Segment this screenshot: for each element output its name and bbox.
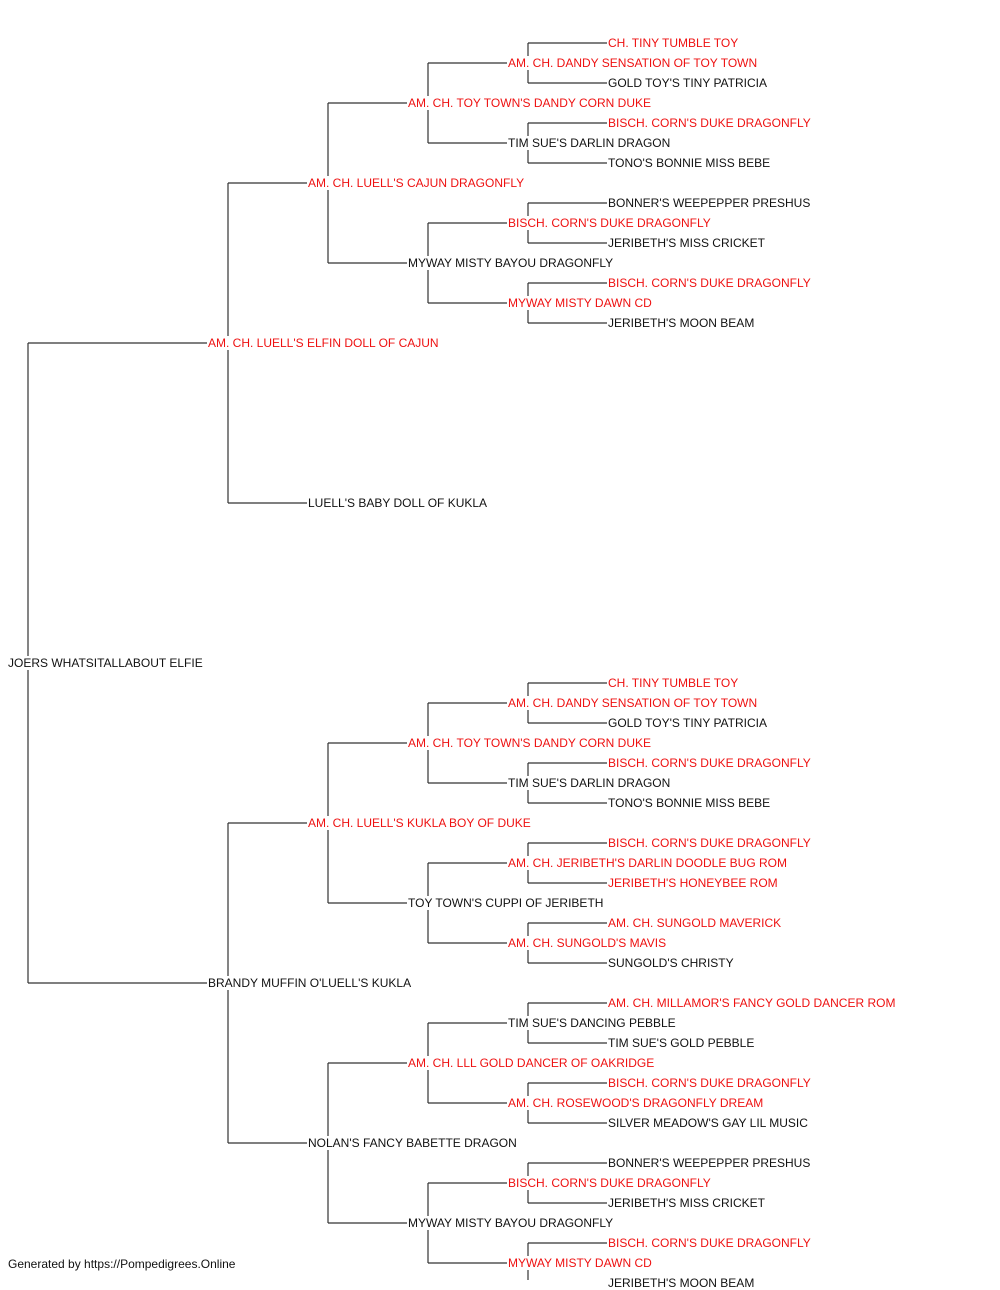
ancestor-name: MYWAY MISTY DAWN CD [507,1256,653,1270]
ancestor-name: MYWAY MISTY DAWN CD [507,296,653,310]
ancestor-name: BISCH. CORN'S DUKE DRAGONFLY [607,756,812,770]
ancestor-name: CH. TINY TUMBLE TOY [607,676,740,690]
ancestor-name: SUNGOLD'S CHRISTY [607,956,735,970]
ancestor-name: AM. CH. LUELL'S KUKLA BOY OF DUKE [307,816,532,830]
ancestor-name: AM. CH. DANDY SENSATION OF TOY TOWN [507,56,759,70]
ancestor-name: BISCH. CORN'S DUKE DRAGONFLY [507,1176,712,1190]
ancestor-name: MYWAY MISTY BAYOU DRAGONFLY [407,1216,615,1230]
ancestor-name: TONO'S BONNIE MISS BEBE [607,156,772,170]
ancestor-name: AM. CH. TOY TOWN'S DANDY CORN DUKE [407,96,652,110]
ancestor-name: AM. CH. MILLAMOR'S FANCY GOLD DANCER ROM [607,996,897,1010]
ancestor-name: BRANDY MUFFIN O'LUELL'S KUKLA [207,976,413,990]
ancestor-name: BISCH. CORN'S DUKE DRAGONFLY [607,116,812,130]
ancestor-name: GOLD TOY'S TINY PATRICIA [607,76,768,90]
ancestor-name: JERIBETH'S MOON BEAM [607,316,756,330]
ancestor-name: JERIBETH'S MISS CRICKET [607,236,766,250]
ancestor-name: TIM SUE'S GOLD PEBBLE [607,1036,756,1050]
subject-dog-name: JOERS WHATSITALLABOUT ELFIE [7,656,204,670]
ancestor-name: LUELL'S BABY DOLL OF KUKLA [307,496,489,510]
ancestor-name: JERIBETH'S MOON BEAM [607,1276,756,1290]
ancestor-name: CH. TINY TUMBLE TOY [607,36,740,50]
ancestor-name: BISCH. CORN'S DUKE DRAGONFLY [607,836,812,850]
ancestor-name: BONNER'S WEEPEPPER PRESHUS [607,1156,812,1170]
ancestor-name: AM. CH. DANDY SENSATION OF TOY TOWN [507,696,759,710]
ancestor-name: MYWAY MISTY BAYOU DRAGONFLY [407,256,615,270]
ancestor-name: GOLD TOY'S TINY PATRICIA [607,716,768,730]
ancestor-name: BISCH. CORN'S DUKE DRAGONFLY [507,216,712,230]
ancestor-name: AM. CH. LUELL'S CAJUN DRAGONFLY [307,176,526,190]
ancestor-name: BONNER'S WEEPEPPER PRESHUS [607,196,812,210]
footer-credit: Generated by https://Pompedigrees.Online [8,1257,236,1271]
ancestor-name: TIM SUE'S DARLIN DRAGON [507,776,672,790]
ancestor-name: TIM SUE'S DANCING PEBBLE [507,1016,677,1030]
ancestor-name: AM. CH. SUNGOLD MAVERICK [607,916,783,930]
ancestor-name: AM. CH. TOY TOWN'S DANDY CORN DUKE [407,736,652,750]
ancestor-name: TOY TOWN'S CUPPI OF JERIBETH [407,896,605,910]
ancestor-name: BISCH. CORN'S DUKE DRAGONFLY [607,1236,812,1250]
ancestor-name: AM. CH. JERIBETH'S DARLIN DOODLE BUG ROM [507,856,788,870]
ancestor-name: AM. CH. LLL GOLD DANCER OF OAKRIDGE [407,1056,656,1070]
ancestor-name: NOLAN'S FANCY BABETTE DRAGON [307,1136,518,1150]
ancestor-name: AM. CH. ROSEWOOD'S DRAGONFLY DREAM [507,1096,765,1110]
ancestor-name: AM. CH. LUELL'S ELFIN DOLL OF CAJUN [207,336,440,350]
ancestor-name: JERIBETH'S MISS CRICKET [607,1196,766,1210]
ancestor-name: TIM SUE'S DARLIN DRAGON [507,136,672,150]
ancestor-name: TONO'S BONNIE MISS BEBE [607,796,772,810]
ancestor-name: JERIBETH'S HONEYBEE ROM [607,876,779,890]
ancestor-name: AM. CH. SUNGOLD'S MAVIS [507,936,668,950]
ancestor-name: BISCH. CORN'S DUKE DRAGONFLY [607,276,812,290]
ancestor-name: BISCH. CORN'S DUKE DRAGONFLY [607,1076,812,1090]
ancestor-name: SILVER MEADOW'S GAY LIL MUSIC [607,1116,809,1130]
